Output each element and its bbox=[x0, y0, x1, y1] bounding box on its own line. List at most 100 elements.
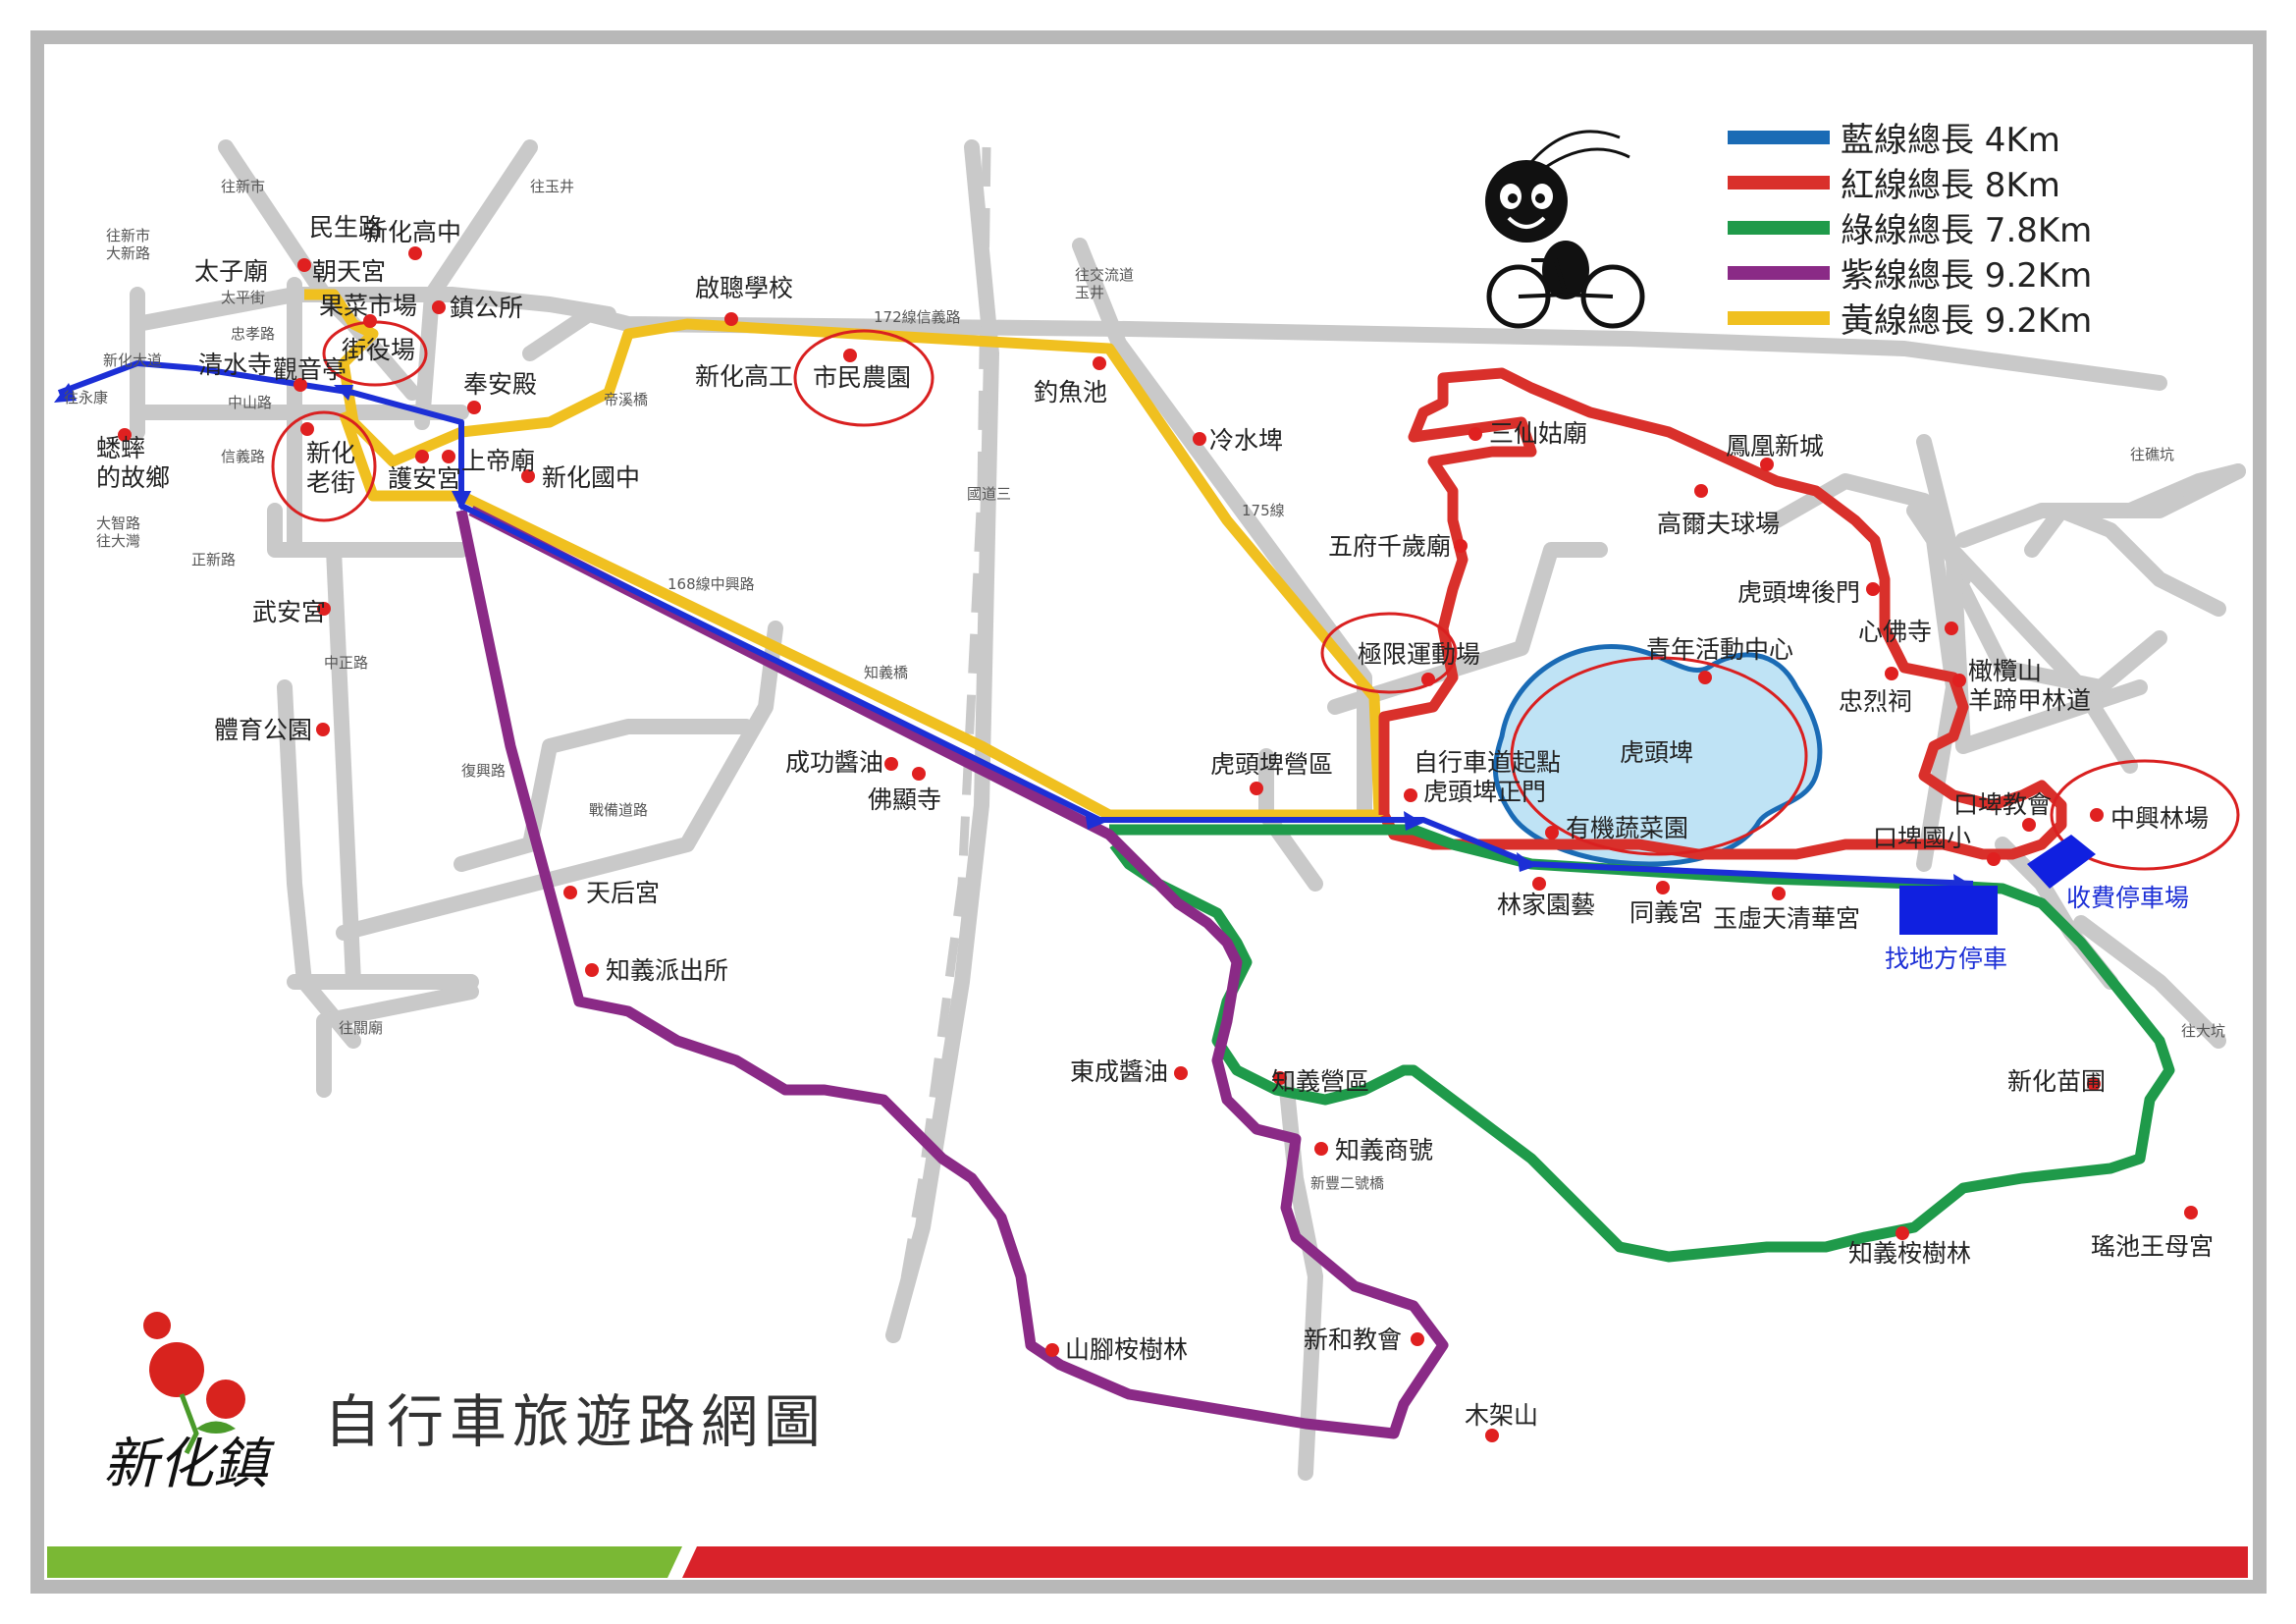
road-label-zhongshan: 中山路 bbox=[228, 394, 272, 411]
place-label-xinhua-old: 新化老街 bbox=[306, 439, 355, 497]
place-label-hutoupi: 虎頭埤 bbox=[1620, 738, 1693, 767]
place-label-huan: 護安宮 bbox=[388, 464, 461, 493]
place-label-camp: 虎頭埤營區 bbox=[1210, 750, 1333, 779]
legend-swatch-4 bbox=[1728, 311, 1830, 325]
freeway-3 bbox=[888, 146, 991, 1346]
find-parking-marker bbox=[1899, 886, 1998, 935]
logo-text: 新化鎮 bbox=[103, 1433, 275, 1496]
place-label-zhengmen: 虎頭埤正門 bbox=[1423, 778, 1546, 806]
legend-swatch-3 bbox=[1728, 266, 1830, 280]
place-label-sanxian: 三仙姑廟 bbox=[1489, 419, 1587, 448]
find-parking-label: 找地方停車 bbox=[1885, 945, 2007, 973]
place-label-koupi-school: 口埤國小 bbox=[1873, 824, 1971, 852]
place-label-cricket: 蟋蟀的故鄉 bbox=[96, 434, 170, 492]
place-label-gym: 體育公園 bbox=[214, 716, 312, 744]
place-label-zhiyi-police: 知義派出所 bbox=[606, 956, 728, 985]
cricket-cyclist-icon bbox=[1485, 130, 1645, 329]
road-label-fuxing: 復興路 bbox=[461, 762, 506, 780]
place-label-guocai: 果菜市場 bbox=[319, 292, 417, 320]
place-label-yuxu: 玉虛天清華宮 bbox=[1713, 904, 1860, 933]
map-title: 自行車旅遊路網圖 bbox=[324, 1388, 827, 1455]
paid-parking-marker bbox=[2027, 835, 2096, 889]
place-label-zhiyi-camp: 知義營區 bbox=[1271, 1067, 1369, 1096]
place-label-qiting: 啟聰學校 bbox=[695, 274, 793, 302]
blue-route bbox=[57, 360, 1974, 887]
place-label-wufu: 五府千歲廟 bbox=[1328, 532, 1451, 561]
place-label-koupi-church: 口埤教會 bbox=[1953, 790, 2052, 819]
legend-label-1: 紅線總長 8Km bbox=[1841, 166, 2060, 205]
road-label-national3: 國道三 bbox=[967, 485, 1011, 503]
place-label-mujia: 木架山 bbox=[1465, 1401, 1538, 1430]
road-label-to-xinshi: 往新市 bbox=[221, 178, 265, 195]
yellow-route bbox=[304, 289, 1385, 821]
place-label-tianhou: 天后宮 bbox=[586, 879, 660, 907]
place-label-jieyi: 街役場 bbox=[342, 336, 415, 364]
road-label-to-yongkang: 往永康 bbox=[64, 389, 108, 406]
place-label-ganlan: 橄欖山羊蹄甲林道 bbox=[1968, 657, 2091, 715]
place-label-fenghuang: 鳳凰新城 bbox=[1726, 432, 1824, 460]
place-label-minsheng-rd: 民生路 bbox=[309, 213, 383, 242]
place-label-zhenggong: 鎮公所 bbox=[450, 294, 523, 322]
place-label-shimin: 市民農園 bbox=[813, 363, 911, 392]
place-label-xinhua-jh: 新化國中 bbox=[542, 463, 640, 492]
place-label-wudi: 武安宮 bbox=[252, 598, 326, 626]
place-label-yaochi: 瑤池王母宮 bbox=[2091, 1232, 2214, 1261]
place-label-tongyi: 同義宮 bbox=[1629, 898, 1703, 927]
road-label-zhongxiao: 忠孝路 bbox=[231, 325, 275, 343]
highlight-circles bbox=[271, 320, 2240, 871]
place-label-jixian: 極限運動場 bbox=[1358, 640, 1480, 669]
legend-swatch-1 bbox=[1728, 176, 1830, 189]
legend-label-3: 紫線總長 9.2Km bbox=[1841, 256, 2092, 296]
map-border bbox=[30, 30, 2267, 1594]
bottom-green-bar bbox=[47, 1546, 682, 1578]
place-label-chaotian: 朝天宮 bbox=[312, 257, 386, 286]
place-label-xinhua-vs: 新化高工 bbox=[695, 362, 793, 391]
place-label-taizi: 太子廟 bbox=[194, 257, 268, 286]
place-label-chenggong: 成功醬油 bbox=[785, 748, 883, 777]
legend-label-0: 藍線總長 4Km bbox=[1841, 121, 2060, 160]
paid-parking-label: 收費停車場 bbox=[2066, 884, 2189, 912]
legend-label-4: 黃線總長 9.2Km bbox=[1841, 301, 2092, 341]
legend-label-2: 綠線總長 7.8Km bbox=[1841, 211, 2092, 250]
road-label-xinhua-rd: 新化大道 bbox=[103, 352, 162, 369]
place-label-organic: 有機蔬菜園 bbox=[1566, 814, 1688, 842]
place-label-dongcheng: 東成醬油 bbox=[1070, 1057, 1168, 1086]
place-label-zhiyi-shop: 知義商號 bbox=[1335, 1136, 1433, 1164]
place-label-golf: 高爾夫球場 bbox=[1657, 510, 1780, 538]
place-label-foshun: 佛顯寺 bbox=[868, 785, 941, 814]
road-label-to-xinshi-daxin: 往新市大新路 bbox=[106, 227, 150, 262]
place-label-xinfo: 心佛寺 bbox=[1858, 618, 1932, 646]
place-label-fengan: 奉安殿 bbox=[463, 370, 537, 399]
road-label-r175: 175線 bbox=[1242, 502, 1285, 519]
road-label-xinfeng: 新豐二號橋 bbox=[1310, 1174, 1384, 1192]
place-label-xinhua-high: 新化高中 bbox=[363, 218, 461, 246]
bottom-red-bar bbox=[682, 1546, 2248, 1578]
legend-swatch-2 bbox=[1728, 221, 1830, 235]
place-label-xinhua-nursery: 新化苗圃 bbox=[2007, 1067, 2106, 1096]
place-label-shangdi: 上帝廟 bbox=[461, 447, 535, 475]
place-label-zhongxing: 中興林場 bbox=[2110, 804, 2209, 833]
legend-swatch-0 bbox=[1728, 131, 1830, 144]
road-label-daqi: 大智路往大灣 bbox=[96, 514, 140, 550]
road-label-to-jiaoliu: 往交流道玉井 bbox=[1075, 266, 1134, 301]
red-route bbox=[1378, 367, 2067, 860]
place-label-guanyin: 觀音亭 bbox=[273, 355, 347, 384]
hibiscus-logo-icon bbox=[143, 1312, 245, 1455]
place-dots bbox=[118, 246, 2198, 1442]
road-label-to-yujing: 往玉井 bbox=[530, 178, 574, 195]
place-label-bikestart: 自行車道起點 bbox=[1414, 748, 1561, 777]
place-label-qingshui: 清水寺 bbox=[198, 351, 272, 379]
road-label-to-dakeng: 往大坑 bbox=[2181, 1022, 2225, 1040]
road-label-to-qishan: 往礁坑 bbox=[2130, 446, 2174, 463]
place-label-lengshui: 冷水埤 bbox=[1209, 426, 1283, 455]
place-label-zhiyi-cam: 知義桉樹林 bbox=[1848, 1239, 1971, 1268]
road-label-taiping: 太平街 bbox=[221, 289, 265, 306]
place-label-houmen: 虎頭埤後門 bbox=[1737, 578, 1860, 607]
road-label-r168: 168線中興路 bbox=[667, 575, 755, 593]
road-label-dixi: 帝溪橋 bbox=[604, 391, 648, 408]
road-label-zhengxin: 正新路 bbox=[191, 551, 236, 568]
road-label-to-guanmiao: 往關廟 bbox=[339, 1019, 383, 1037]
road-label-xinyi: 信義路 bbox=[221, 448, 265, 465]
blue-arrowheads bbox=[54, 383, 1973, 893]
